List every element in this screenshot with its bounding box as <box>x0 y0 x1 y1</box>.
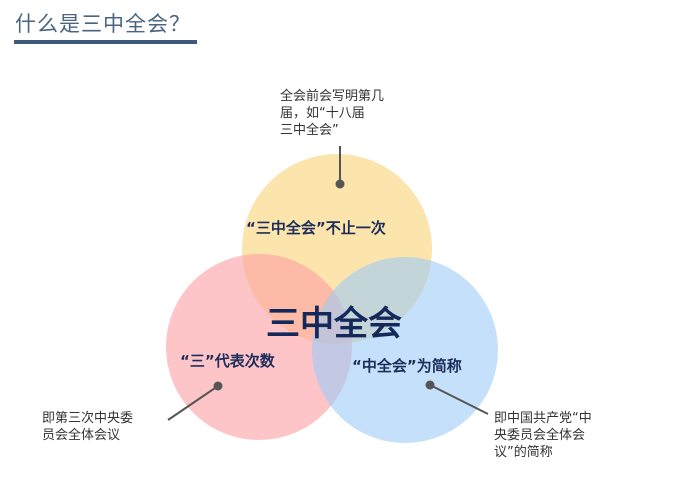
note-line: 即中国共产党“中 <box>494 411 592 426</box>
note-top: 全会前会写明第几 届，如“十八届 三中全会” <box>280 88 384 139</box>
dot-top <box>335 179 345 189</box>
note-line: 届，如“十八届 <box>280 106 365 121</box>
note-line: 全会前会写明第几 <box>280 89 385 104</box>
page-title: 什么是三中全会？ <box>15 12 191 36</box>
label-left: “三”代表次数 <box>180 352 275 370</box>
note-line: 央委员会全体会 <box>494 428 586 443</box>
note-line: 议”的简称 <box>494 445 553 460</box>
dot-left <box>213 381 223 391</box>
connector-right <box>429 384 489 415</box>
label-right: “中全会”为简称 <box>352 357 462 375</box>
note-right: 即中国共产党“中 央委员会全体会 议”的简称 <box>494 410 592 461</box>
note-line: 员会全体会议 <box>42 428 121 443</box>
note-line: 三中全会” <box>280 123 339 138</box>
label-top: “三中全会”不止一次 <box>246 219 386 237</box>
circle-left <box>166 254 352 440</box>
center-label: 三中全会 <box>266 304 402 344</box>
connector-left <box>167 385 219 421</box>
title-underline <box>14 40 197 44</box>
note-line: 即第三次中央委 <box>42 411 134 426</box>
dot-right <box>425 380 435 390</box>
note-left: 即第三次中央委 员会全体会议 <box>42 410 133 444</box>
circle-right <box>312 257 498 443</box>
